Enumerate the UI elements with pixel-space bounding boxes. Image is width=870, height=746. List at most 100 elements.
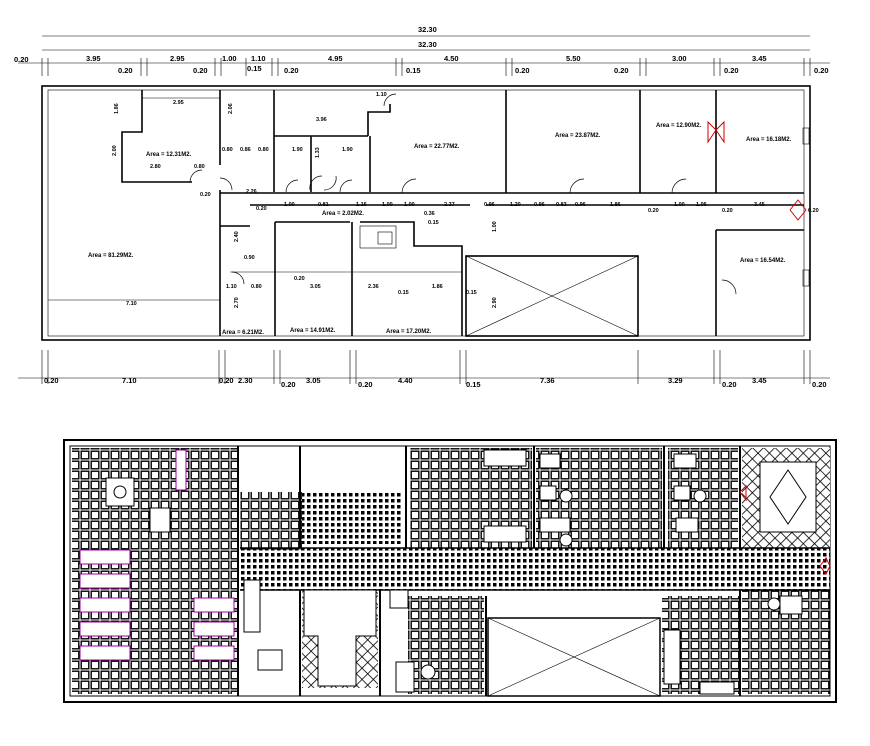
svg-text:0.15: 0.15 (466, 290, 477, 296)
svg-text:0.20: 0.20 (722, 208, 733, 214)
svg-text:1.00: 1.00 (382, 202, 393, 208)
top-dim-13: 5.50 (566, 54, 581, 63)
bottom-dimensions: 0.20 7.10 0.20 2.30 0.20 3.05 0.20 4.40 … (18, 350, 830, 389)
main-hall-furniture (79, 449, 235, 661)
svg-text:0.36: 0.36 (424, 211, 435, 217)
top-dim-2: 0.20 (118, 66, 133, 75)
svg-text:1.90: 1.90 (342, 147, 353, 153)
top-dim-6: 0.15 (247, 64, 262, 73)
area-label-office-e: Area = 16.54M2. (740, 258, 786, 264)
bottom-dim-1: 7.10 (122, 376, 137, 385)
svg-text:0.20: 0.20 (648, 208, 659, 214)
top-dim-18: 0.20 (814, 66, 829, 75)
svg-text:3.05: 3.05 (310, 284, 321, 290)
doors (189, 93, 810, 295)
bottom-dim-8: 0.15 (466, 380, 481, 389)
svg-text:0.15: 0.15 (398, 290, 409, 296)
overall-dim-1: 32.30 (418, 25, 437, 34)
interior-walls (48, 90, 804, 337)
furnished-plan (63, 439, 837, 703)
room-floor-1 (240, 492, 302, 550)
top-dim-7: 1.10 (251, 54, 266, 63)
svg-text:0.86: 0.86 (240, 147, 251, 153)
svg-text:2.80: 2.80 (150, 164, 161, 170)
svg-text:1.10: 1.10 (376, 92, 387, 98)
svg-text:0.96: 0.96 (484, 202, 495, 208)
svg-text:2.36: 2.36 (368, 284, 379, 290)
room-f-counter (303, 589, 377, 687)
top-plan: 32.30 32.30 0.20 3.95 0.20 (14, 25, 830, 389)
area-label-main-hall: Area = 81.29M2. (88, 253, 134, 259)
bottom-dim-4: 0.20 (281, 380, 296, 389)
bottom-dim-6: 0.20 (358, 380, 373, 389)
svg-text:1.86: 1.86 (610, 202, 621, 208)
top-dim-1: 3.95 (86, 54, 101, 63)
top-dim-17: 3.45 (752, 54, 767, 63)
svg-text:0.20: 0.20 (256, 206, 267, 212)
svg-text:0.20: 0.20 (294, 276, 305, 282)
svg-text:7.10: 7.10 (126, 301, 137, 307)
svg-text:2.00: 2.00 (112, 145, 118, 156)
bottom-dim-5: 3.05 (306, 376, 321, 385)
bottom-dim-0: 0.20 (44, 376, 59, 385)
svg-text:1.00: 1.00 (674, 202, 685, 208)
top-dim-15: 3.00 (672, 54, 687, 63)
area-label-corridor-nook: Area = 2.02M2. (322, 211, 364, 217)
top-dim-0: 0.20 (14, 55, 29, 64)
svg-text:1.06: 1.06 (696, 202, 707, 208)
area-label-room-f: Area = 14.91M2. (290, 328, 336, 334)
svg-text:0.80: 0.80 (222, 147, 233, 153)
top-dim-14: 0.20 (614, 66, 629, 75)
svg-text:2.37: 2.37 (444, 202, 455, 208)
room-g-floor (408, 596, 484, 694)
svg-text:2.95: 2.95 (173, 100, 184, 106)
svg-text:1.90: 1.90 (292, 147, 303, 153)
top-dim-8: 0.20 (284, 66, 299, 75)
top-dim-11: 4.50 (444, 54, 459, 63)
area-label-storage: Area = 6.21M2. (222, 330, 264, 336)
area-labels: Area = 81.29M2. Area = 12.31M2. Area = 2… (88, 123, 792, 336)
overall-dim-2: 32.30 (418, 40, 437, 49)
top-dim-3: 2.95 (170, 54, 185, 63)
svg-text:0.80: 0.80 (258, 147, 269, 153)
svg-text:0.90: 0.90 (244, 255, 255, 261)
svg-text:0.80: 0.80 (194, 164, 205, 170)
bottom-dim-12: 3.45 (752, 376, 767, 385)
svg-text:1.20: 1.20 (510, 202, 521, 208)
top-dim-9: 4.95 (328, 54, 343, 63)
office-furniture (243, 449, 803, 695)
svg-text:2.26: 2.26 (246, 189, 257, 195)
office-d-pattern (759, 461, 817, 533)
area-label-office-a: Area = 22.77M2. (414, 144, 460, 150)
bottom-dim-3: 2.30 (238, 376, 253, 385)
svg-text:0.15: 0.15 (428, 220, 439, 226)
top-dim-16: 0.20 (724, 66, 739, 75)
bottom-dim-7: 4.40 (398, 376, 413, 385)
svg-text:0.83: 0.83 (556, 202, 567, 208)
corridor-floor (240, 548, 830, 590)
bottom-dim-9: 7.36 (540, 376, 555, 385)
svg-text:1.00: 1.00 (284, 202, 295, 208)
svg-text:1.86: 1.86 (432, 284, 443, 290)
svg-text:3.96: 3.96 (316, 117, 327, 123)
area-label-small-office: Area = 12.31M2. (146, 152, 192, 158)
top-segment-dimensions: 0.20 3.95 0.20 2.95 0.20 1.00 0.15 1.10 … (14, 54, 829, 76)
overall-dimension-lines: 32.30 32.30 (18, 25, 830, 64)
top-dim-10: 0.15 (406, 66, 421, 75)
interior-dimensions: 2.95 1.86 2.00 2.80 0.80 0.20 2.06 0.80 … (112, 92, 819, 308)
bathroom-floor (302, 492, 402, 544)
svg-text:1.16: 1.16 (356, 202, 367, 208)
svg-text:2.06: 2.06 (228, 103, 234, 114)
bottom-dim-10: 3.29 (668, 376, 683, 385)
svg-text:2.40: 2.40 (234, 231, 240, 242)
svg-text:0.20: 0.20 (200, 192, 211, 198)
svg-text:0.96: 0.96 (534, 202, 545, 208)
svg-text:1.00: 1.00 (492, 221, 498, 232)
svg-text:1.33: 1.33 (315, 147, 321, 158)
bottom-dim-11: 0.20 (722, 380, 737, 389)
bottom-dim-13: 0.20 (812, 380, 827, 389)
top-dim-5: 1.00 (222, 54, 237, 63)
svg-text:0.96: 0.96 (575, 202, 586, 208)
area-label-office-d: Area = 16.18M2. (746, 137, 792, 143)
svg-text:0.80: 0.80 (251, 284, 262, 290)
